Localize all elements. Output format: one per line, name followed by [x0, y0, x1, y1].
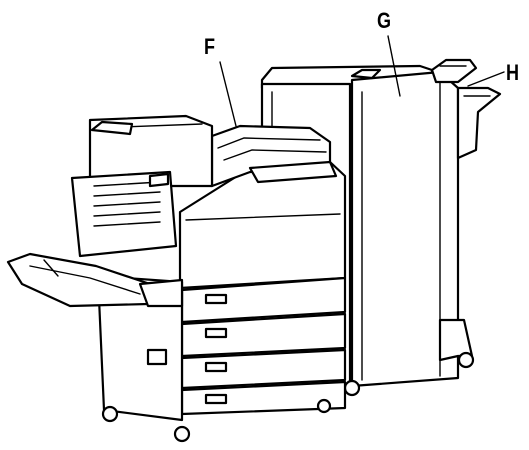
leader-line-f — [219, 61, 237, 127]
printer-main-body — [178, 124, 347, 416]
callout-label-h: H — [506, 60, 520, 85]
leader-line-g — [387, 35, 401, 97]
leader-line-h — [467, 71, 505, 87]
callout-label-g: G — [377, 8, 392, 33]
callout-label-f: F — [204, 34, 216, 59]
left-duplex-unit — [6, 114, 332, 443]
